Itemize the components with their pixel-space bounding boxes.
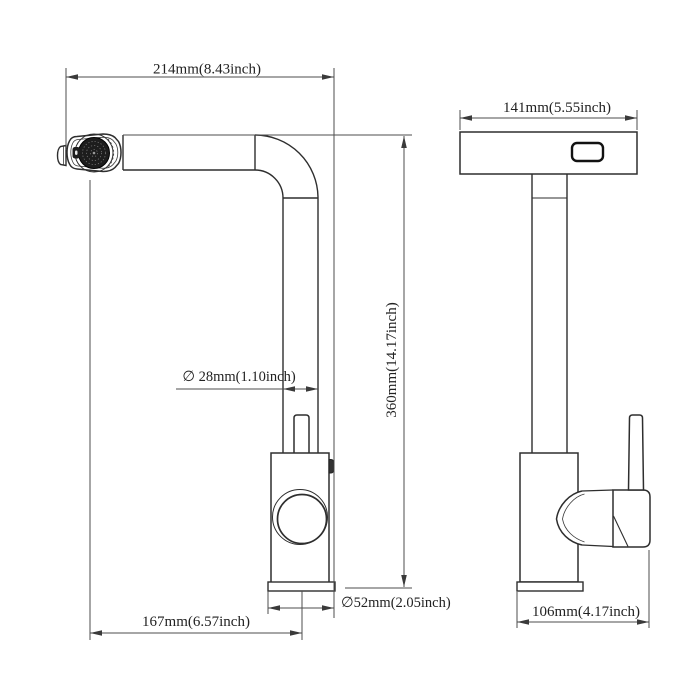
handle-knob [276,493,328,545]
spout-tube [122,134,319,453]
dim-side-depth: 106mm(4.17inch) [516,550,650,628]
handle-cone-inner-curve [562,493,585,543]
spray-mode-button-slot [75,150,78,155]
front-view [459,131,651,592]
dim-total-height-label: 360mm(14.17inch) [384,302,400,417]
arrowhead-right [625,115,637,121]
handle-cone-edges [581,489,614,548]
handle-lever-front [627,414,645,491]
pipe-front [531,174,568,453]
dim-pipe-diameter-label: ∅ 28mm(1.10inch) [182,369,295,385]
spray-head-inner-line [70,136,119,169]
dim-head-to-center-label: 167mm(6.57inch) [142,614,250,630]
handle-socket [612,489,651,548]
arrowhead-left [66,74,78,80]
arrowhead-top [401,136,407,148]
arrowhead-right [306,386,318,392]
arrowhead-right [637,619,649,625]
arrowhead-left [268,605,280,611]
nozzle-tip [56,144,67,167]
dim-front-width: 141mm(5.55inch) [459,100,638,130]
arrowhead-right [290,630,302,636]
arrowhead-left [517,619,529,625]
base-plate-side [267,581,336,592]
faucet-body-side [267,452,336,592]
base-plate-front [516,581,584,592]
spout-bar-front [459,131,638,175]
side-view [56,133,336,592]
arrowhead-right [322,605,334,611]
elbow-inner-curve [254,169,284,199]
outlet-window [570,141,605,163]
dim-side-depth-label: 106mm(4.17inch) [532,604,640,620]
elbow-outer-curve [254,134,319,198]
dim-spout-reach-label: 214mm(8.43inch) [153,62,261,78]
dim-front-width-label: 141mm(5.55inch) [503,100,611,116]
aerator-spray-ring-mid [86,145,102,161]
arrowhead-bottom [401,575,407,587]
arrowhead-right [322,74,334,80]
aerator-center-dot [92,151,96,155]
dim-head-to-center: 167mm(6.57inch) [89,180,303,640]
dim-total-height: 360mm(14.17inch) [123,134,412,589]
arrowhead-left [460,115,472,121]
handle-front [555,414,651,548]
aerator-spray-ring-inner [90,149,98,157]
dim-pipe-diameter: ∅ 28mm(1.10inch) [176,369,318,392]
arrowhead-left [283,386,295,392]
handle-cone-outer-curve [555,490,583,546]
dim-base-diameter-label: ∅52mm(2.05inch) [341,595,451,611]
aerator-spray-ring-outer [82,141,106,165]
dim-spout-reach: 214mm(8.43inch) [65,62,335,618]
handle-knob-outer-ring [272,489,328,545]
arrowhead-left [90,630,102,636]
dim-base-diameter: ∅52mm(2.05inch) [267,591,451,614]
body-side-clip-tab [328,459,334,474]
spray-head [56,133,122,173]
handle-socket-seam [613,515,629,547]
